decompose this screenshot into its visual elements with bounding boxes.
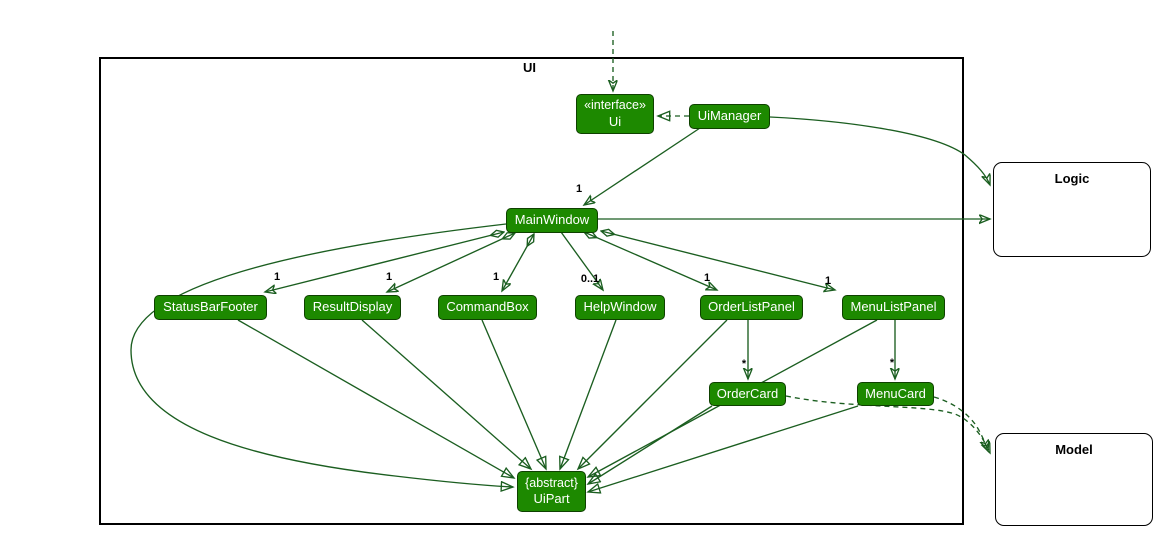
edge-statusbarfooter-extends-uipart xyxy=(237,319,514,478)
logic-label: Logic xyxy=(1054,171,1090,186)
class-uipart: {abstract} UiPart xyxy=(517,471,586,512)
mainwindow-name: MainWindow xyxy=(514,212,590,228)
edge-uimanager-mainwindow xyxy=(584,127,701,205)
resultdisplay-name: ResultDisplay xyxy=(312,299,393,315)
class-menulistpanel: MenuListPanel xyxy=(842,295,945,320)
multiplicity-statusbarfooter: 1 xyxy=(273,271,281,283)
model-component-box: Model xyxy=(995,433,1153,526)
multiplicity-commandbox: 1 xyxy=(492,271,500,283)
edge-helpwindow-extends-uipart xyxy=(560,319,617,469)
multiplicity-orderlistpanel: 1 xyxy=(703,272,711,284)
edge-menucard-model xyxy=(933,396,988,451)
menucard-name: MenuCard xyxy=(865,385,926,401)
edge-mainwindow-commandbox xyxy=(502,234,534,291)
menulistpanel-name: MenuListPanel xyxy=(850,299,937,315)
helpwindow-name: HelpWindow xyxy=(583,299,657,315)
class-mainwindow: MainWindow xyxy=(506,208,598,233)
edge-menucard-extends-uipart xyxy=(588,405,859,492)
multiplicity-menulistpanel: 1 xyxy=(824,275,832,287)
multiplicity-menucard: * xyxy=(889,357,895,369)
model-label: Model xyxy=(1055,442,1093,457)
class-ordercard: OrderCard xyxy=(709,382,786,406)
uimanager-name: UiManager xyxy=(697,108,762,124)
statusbarfooter-name: StatusBarFooter xyxy=(163,299,258,315)
multiplicity-helpwindow: 0..1 xyxy=(580,273,600,285)
class-helpwindow: HelpWindow xyxy=(575,295,665,320)
multiplicity-uimanager-mainwindow: 1 xyxy=(575,183,583,195)
multiplicity-resultdisplay: 1 xyxy=(385,271,393,283)
class-ui-interface: «interface» Ui xyxy=(576,94,654,134)
edge-mainwindow-menulistpanel xyxy=(601,231,835,290)
edge-orderlistpanel-extends-uipart xyxy=(578,319,728,469)
class-menucard: MenuCard xyxy=(857,382,934,406)
class-resultdisplay: ResultDisplay xyxy=(304,295,401,320)
edge-mainwindow-extends-uipart xyxy=(130,223,513,487)
ordercard-name: OrderCard xyxy=(716,385,779,401)
class-uimanager: UiManager xyxy=(689,104,770,129)
class-statusbarfooter: StatusBarFooter xyxy=(154,295,267,320)
class-orderlistpanel: OrderListPanel xyxy=(700,295,803,320)
commandbox-name: CommandBox xyxy=(446,299,529,315)
ui-interface-stereotype: «interface» xyxy=(584,98,646,113)
edge-commandbox-extends-uipart xyxy=(481,319,546,469)
class-commandbox: CommandBox xyxy=(438,295,537,320)
multiplicity-ordercard: * xyxy=(741,358,747,370)
edge-ordercard-extends-uipart xyxy=(588,405,713,484)
edge-resultdisplay-extends-uipart xyxy=(361,319,531,469)
ui-frame-title: UI xyxy=(523,60,536,75)
orderlistpanel-name: OrderListPanel xyxy=(708,299,795,315)
edge-uimanager-logic xyxy=(769,116,990,185)
uipart-modifier: {abstract} xyxy=(525,475,578,490)
ui-interface-name: Ui xyxy=(608,113,622,129)
edge-mainwindow-orderlistpanel xyxy=(584,232,717,290)
edge-ordercard-model xyxy=(785,395,990,453)
edge-mainwindow-resultdisplay xyxy=(387,233,515,292)
uipart-name: UiPart xyxy=(533,491,570,507)
logic-component-box: Logic xyxy=(993,162,1151,257)
